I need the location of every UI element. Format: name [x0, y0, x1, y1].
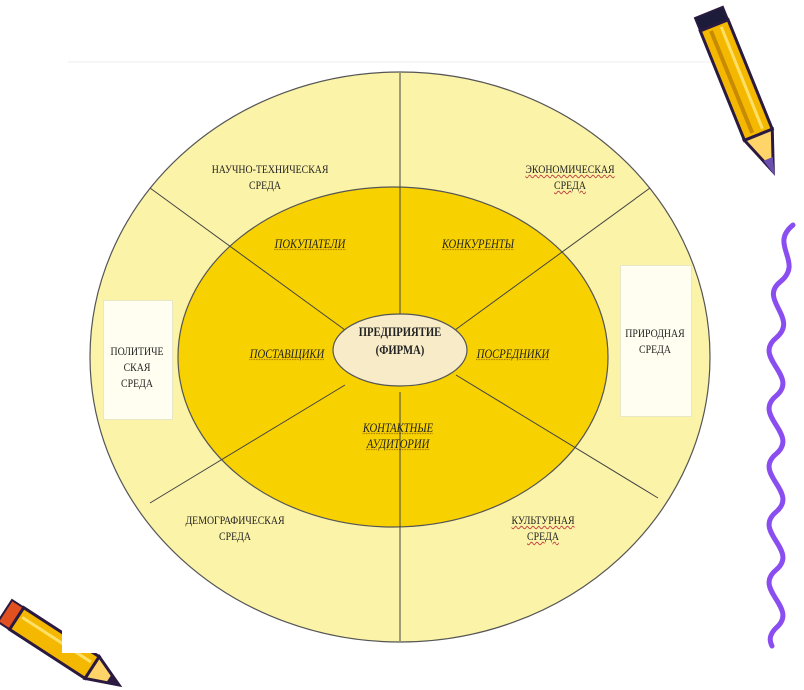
intermediaries-label: ПОСРЕДНИКИ	[476, 346, 550, 361]
demographic-label: ДЕМОГРАФИЧЕСКАЯ СРЕДА	[185, 513, 285, 543]
divider-upper-right	[454, 187, 651, 331]
pencil-icon	[693, 5, 775, 176]
natural-label: ПРИРОДНАЯ СРЕДА	[625, 326, 685, 356]
suppliers-label: ПОСТАВЩИКИ	[249, 346, 325, 361]
cultural-label: КУЛЬТУРНАЯ СРЕДА	[511, 513, 575, 543]
economic-label: ЭКОНОМИЧЕСКАЯ СРЕДА	[525, 162, 615, 192]
center-ellipse	[332, 313, 468, 387]
contact-audiences-label: КОНТАКТНЫЕ АУДИТОРИИ	[362, 420, 434, 451]
political-label: ПОЛИТИЧЕ СКАЯ СРЕДА	[110, 344, 164, 390]
divider-lower-left	[149, 384, 346, 504]
pencil-icon	[0, 598, 123, 688]
center-label: ПРЕДПРИЯТИЕ (ФИРМА)	[352, 323, 447, 359]
center-line1: ПРЕДПРИЯТИЕ	[358, 324, 442, 339]
political-box	[103, 300, 173, 420]
competitors-label: КОНКУРЕНТЫ	[441, 236, 515, 251]
divider-upper-left	[149, 187, 346, 331]
natural-box	[620, 265, 692, 417]
divider-lines	[149, 73, 659, 641]
white-patch	[62, 588, 142, 653]
divider-lower-right	[455, 374, 659, 499]
buyers-label: ПОКУПАТЕЛИ	[274, 236, 346, 251]
center-line2: (ФИРМА)	[375, 342, 425, 357]
wavy-line-decoration	[766, 222, 796, 649]
scientific-technical-label: НАУЧНО-ТЕХНИЧЕСКАЯ СРЕДА	[211, 162, 329, 192]
